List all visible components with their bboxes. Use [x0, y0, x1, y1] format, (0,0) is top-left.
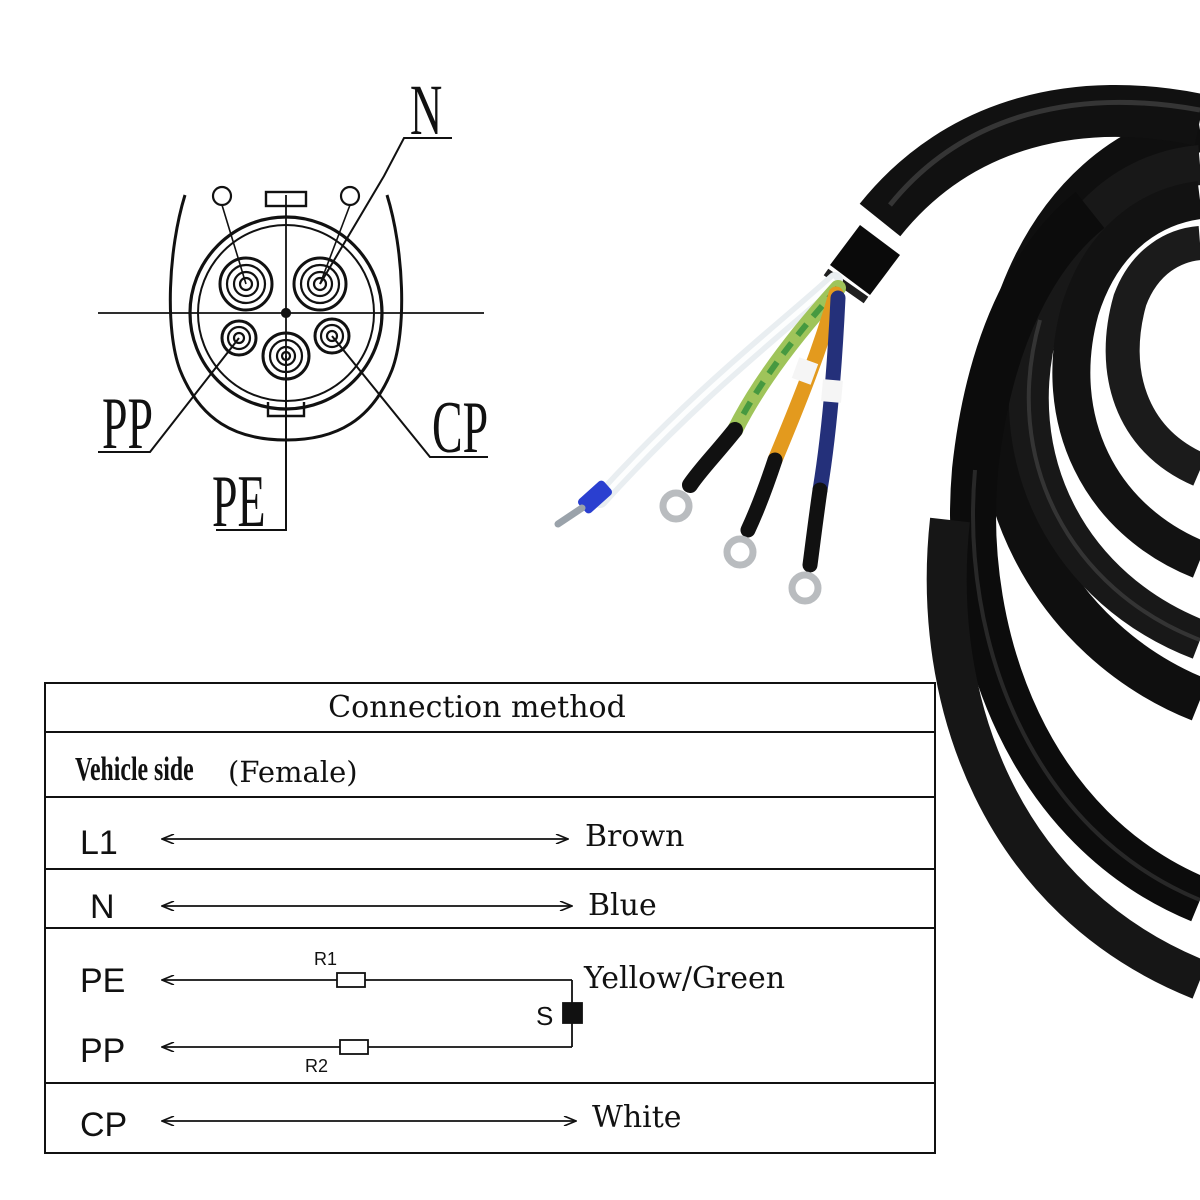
- pin-n-icon: [292, 256, 348, 312]
- row-color-white: White: [592, 1100, 682, 1135]
- row-pin-l1: L1: [80, 824, 118, 862]
- row-pin-pe: PE: [80, 962, 125, 1000]
- vehicle-side-note: (Female): [228, 755, 358, 789]
- ferrule-icon: [577, 480, 613, 514]
- pin-label-pe: PE: [212, 461, 266, 543]
- switch-icon: [562, 1002, 583, 1024]
- row-color-blue: Blue: [588, 888, 657, 923]
- pin-label-pp: PP: [102, 383, 153, 465]
- pin-label-n: N: [410, 70, 442, 149]
- resistor-r1-label: R1: [314, 949, 337, 969]
- resistor-circuit: [162, 972, 583, 1055]
- vehicle-side-label: Vehicle side: [75, 751, 194, 788]
- pin-pp-icon: [220, 319, 258, 357]
- connector-face-drawing: [98, 137, 488, 531]
- ring-terminal-icon: [659, 489, 693, 523]
- ring-terminal-icon-3: [788, 571, 822, 605]
- row-color-yellow-green: Yellow/Green: [583, 961, 785, 996]
- ring-terminal-icon-2: [723, 535, 757, 569]
- pin-l1-icon: [218, 256, 274, 312]
- resistor-r2-label: R2: [305, 1056, 328, 1076]
- row-pin-pp: PP: [80, 1032, 125, 1070]
- switch-label: S: [536, 1001, 553, 1031]
- cable-illustration: [554, 85, 1200, 999]
- row-pin-cp: CP: [80, 1106, 127, 1144]
- pin-cp-icon: [313, 317, 351, 355]
- connection-table: Connection method Vehicle side (Female) …: [44, 682, 936, 1154]
- table-title: Connection method: [328, 690, 626, 725]
- row-color-brown: Brown: [585, 819, 684, 854]
- pin-label-cp: CP: [432, 387, 488, 469]
- row-pin-n: N: [90, 888, 115, 926]
